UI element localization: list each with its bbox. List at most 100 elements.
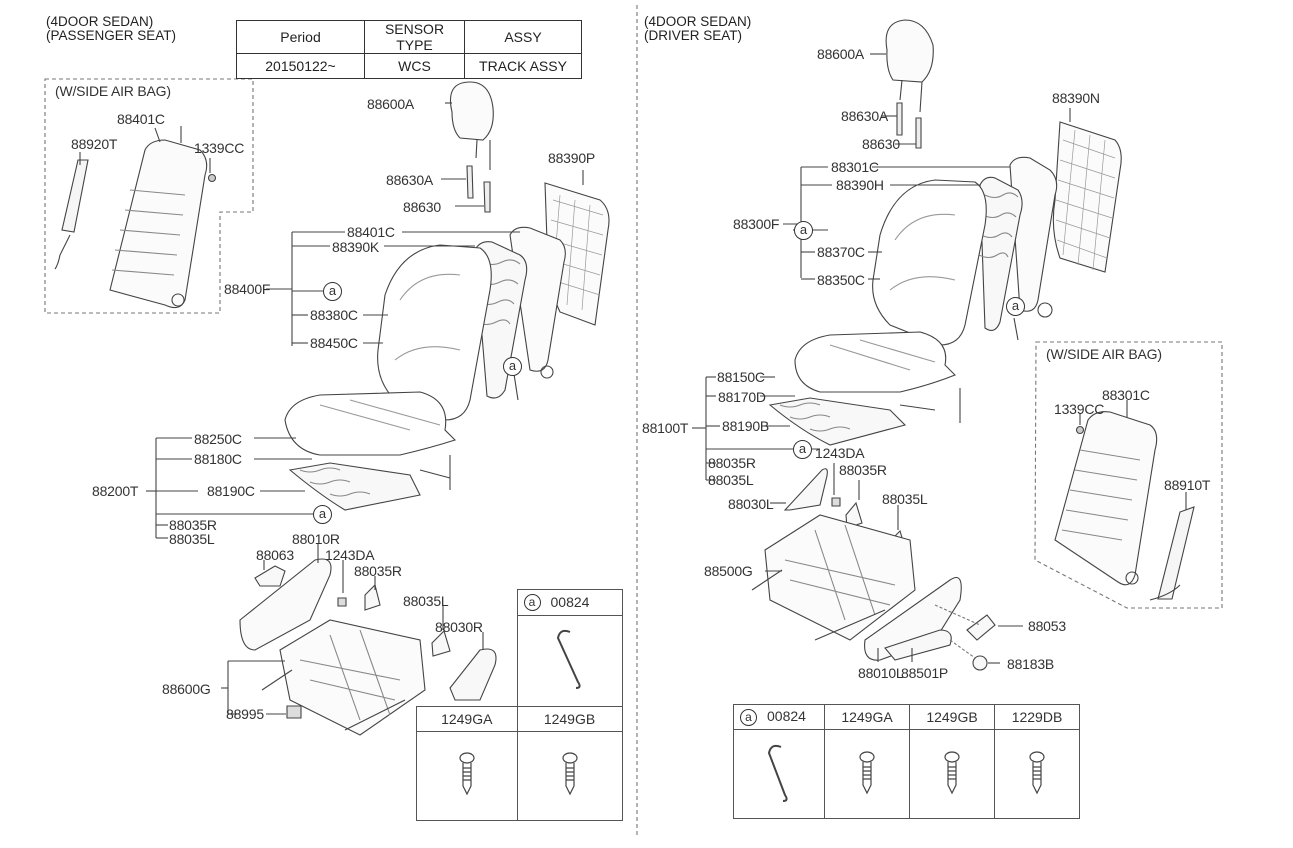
part-label[interactable]: 88500G [704, 563, 753, 579]
part-label[interactable]: 88920T [71, 136, 118, 152]
part-label[interactable]: 88450C [310, 335, 358, 351]
cover-88030l [783, 468, 828, 511]
part-label[interactable]: 88030L [728, 496, 774, 512]
part-label[interactable]: 88035R [839, 462, 887, 478]
part-label[interactable]: 88390N [1052, 90, 1100, 106]
ref-circle-a: a [793, 440, 812, 459]
config-table: Period SENSOR TYPE ASSY 20150122~ WCS TR… [236, 20, 582, 79]
part-label[interactable]: 88390H [836, 177, 884, 193]
part-label[interactable]: 88600A [817, 46, 865, 62]
ref-circle-a: a [794, 221, 813, 240]
part-code[interactable]: 00824 [767, 708, 806, 725]
part-label[interactable]: 88401C [347, 224, 395, 240]
cover-88030r [449, 648, 497, 701]
airbag-box-title-right: (W/SIDE AIR BAG) [1046, 346, 1162, 362]
config-sensor: WCS [364, 53, 465, 79]
assembly-label[interactable]: 88400F [224, 281, 271, 297]
part-label[interactable]: 88630 [403, 199, 441, 215]
part-label[interactable]: 88170D [718, 389, 766, 405]
assembly-label[interactable]: 88300F [733, 216, 780, 232]
cushion-mat-left [288, 462, 421, 511]
part-label[interactable]: 88150C [717, 369, 765, 385]
config-header-period: Period [236, 20, 365, 54]
part-label[interactable]: 88630A [386, 172, 434, 188]
title-left-line2: (PASSENGER SEAT) [46, 28, 177, 43]
part-label[interactable]: 88501P [901, 665, 949, 681]
ref-circle-a: a [503, 357, 522, 376]
part-label[interactable]: 88630 [862, 136, 900, 152]
title-right-line2: (DRIVER SEAT) [644, 28, 743, 43]
config-period: 20150122~ [236, 53, 365, 79]
part-label[interactable]: 88350C [817, 272, 865, 288]
airbag-box-right [1034, 341, 1223, 609]
guide-left-a [466, 165, 474, 199]
airbag-module-left [61, 159, 89, 233]
airbag-module-right [1157, 506, 1195, 600]
airbag-box-left [44, 78, 254, 314]
part-label[interactable]: 88301C [1102, 387, 1150, 403]
part-label[interactable]: 1243DA [815, 445, 865, 461]
parts-cell-header[interactable]: 1249GB [909, 704, 995, 730]
part-label[interactable]: 88035R [169, 517, 217, 533]
ref-circle-a: a [523, 594, 541, 612]
hog-ring-clip-icon [733, 729, 825, 819]
assembly-label[interactable]: 88600G [162, 681, 211, 697]
part-label[interactable]: 88035R [708, 455, 756, 471]
assembly-label[interactable]: 88100T [642, 420, 689, 436]
part-label[interactable]: 88190B [722, 418, 770, 434]
part-label[interactable]: 88390P [548, 150, 596, 166]
part-label[interactable]: 88063 [256, 547, 294, 563]
back-cover-right [872, 179, 987, 346]
parts-cell-header: a 00824 [516, 589, 623, 616]
title-right-line1: (4DOOR SEDAN) [644, 14, 752, 29]
part-label[interactable]: 88010L [858, 665, 904, 681]
ref-circle-a: a [313, 505, 332, 524]
part-label[interactable]: 88910T [1164, 477, 1211, 493]
part-label[interactable]: 1339CC [194, 140, 245, 156]
screw-icon [516, 730, 623, 821]
part-label[interactable]: 88035L [169, 531, 215, 547]
headrest-left [449, 81, 494, 141]
part-label[interactable]: 88183B [1007, 656, 1055, 672]
part-label[interactable]: 88600A [367, 96, 415, 112]
part-label[interactable]: 88401C [117, 111, 165, 127]
assembly-label[interactable]: 88200T [92, 483, 139, 499]
airbag-box-title-left: (W/SIDE AIR BAG) [55, 83, 171, 99]
back-pad-right [979, 176, 1023, 331]
part-label[interactable]: 1243DA [325, 547, 375, 563]
part-label[interactable]: 88035L [882, 491, 928, 507]
side-shield-left [239, 558, 332, 651]
part-label[interactable]: 1339CC [1054, 401, 1105, 417]
config-header-assy: ASSY [464, 20, 582, 54]
track-frame-right [764, 514, 916, 641]
part-label[interactable]: 88370C [817, 244, 865, 260]
part-label[interactable]: 88380C [310, 307, 358, 323]
parts-cell-header[interactable]: 1249GB [516, 705, 623, 732]
part-label[interactable]: 88035L [403, 593, 449, 609]
headrest-right [885, 19, 934, 83]
part-label[interactable]: 88995 [226, 706, 264, 722]
config-header-sensor: SENSOR TYPE [364, 20, 465, 54]
part-label[interactable]: 88180C [194, 451, 242, 467]
part-label[interactable]: 88190C [207, 483, 255, 499]
part-label[interactable]: 88390K [332, 239, 380, 255]
part-code[interactable]: 00824 [550, 593, 590, 610]
track-frame-left [279, 619, 426, 736]
parts-cell-header[interactable]: 1249GA [416, 705, 518, 732]
part-label[interactable]: 88030R [435, 619, 483, 635]
part-label[interactable]: 88010R [292, 531, 340, 547]
part-label[interactable]: 88035R [354, 563, 402, 579]
screw-icon [909, 729, 995, 819]
parts-cell-header[interactable]: 1249GA [824, 704, 910, 730]
part-label[interactable]: 88250C [194, 431, 242, 447]
part-label[interactable]: 88035L [708, 472, 754, 488]
parts-table-left: a 00824 1249GA 1249GB [416, 589, 623, 821]
part-label[interactable]: 88053 [1028, 618, 1066, 634]
knob-88053 [966, 614, 996, 641]
screw-icon [824, 729, 910, 819]
part-label[interactable]: 88630A [841, 108, 889, 124]
part-label[interactable]: 88301C [831, 159, 879, 175]
parts-cell-header[interactable]: 1229DB [994, 704, 1080, 730]
